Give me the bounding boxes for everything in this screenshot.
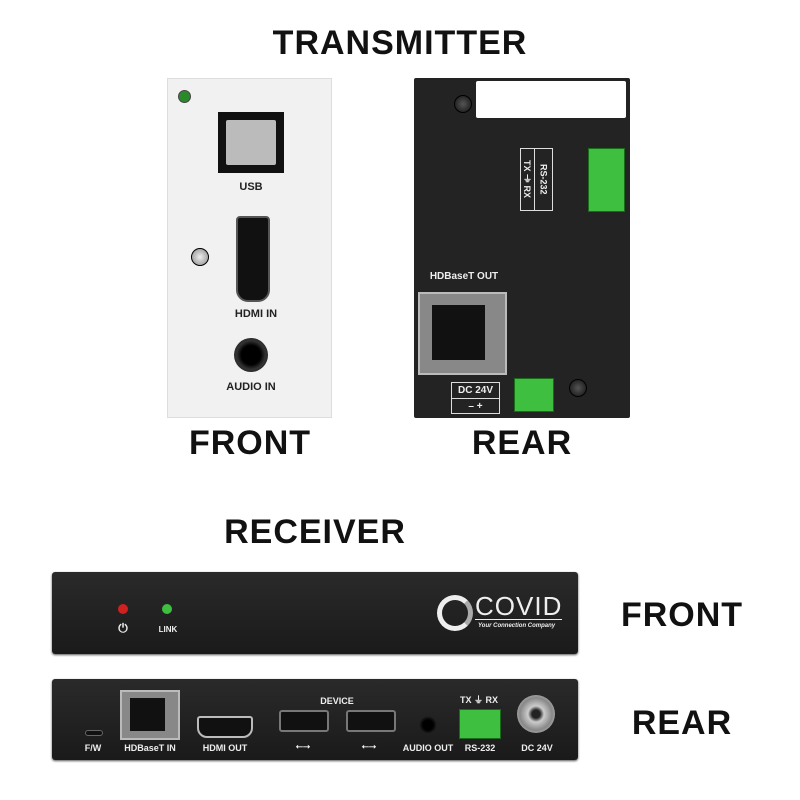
rj45-port <box>120 690 180 740</box>
hdmi-in-label: HDMI IN <box>234 308 278 320</box>
audio-jack <box>234 338 268 372</box>
rs232-terminal <box>588 148 625 212</box>
transmitter-title: TRANSMITTER <box>272 24 528 62</box>
screw-icon <box>569 379 587 397</box>
transmitter-rear-plate: RS-232 TX ⏚ RX HDBaseT OUT DC 24V – + <box>414 78 630 418</box>
rj45-port <box>418 292 507 375</box>
receiver-front-caption: FRONT <box>620 596 744 634</box>
receiver-rear-panel: F/W HDBaseT IN HDMI OUT DEVICE ⭠⭢ ⭠⭢ AUD… <box>52 679 578 760</box>
power-led <box>118 604 128 614</box>
usb-a-port-1 <box>279 710 329 732</box>
audio-in-label: AUDIO IN <box>226 381 276 393</box>
logo-tagline: Your Connection Company <box>478 623 556 629</box>
receiver-front-panel: ⏻ LINK COVID Your Connection Company <box>52 572 578 654</box>
rs232-label: RS-232 <box>464 743 496 753</box>
covid-logo-icon <box>437 595 473 631</box>
hdmi-port <box>197 716 253 738</box>
usb-a-port-2 <box>346 710 396 732</box>
rs232-pins-label: TX ⏚ RX <box>520 148 535 211</box>
usb-icon: ⭠⭢ <box>361 741 377 751</box>
rs232-label: RS-232 <box>534 148 553 211</box>
transmitter-front-plate: USB HDMI IN AUDIO IN <box>167 78 332 418</box>
micro-usb-port <box>85 730 103 736</box>
link-led <box>162 604 172 614</box>
transmitter-front-caption: FRONT <box>188 424 312 462</box>
hdmi-out-label: HDMI OUT <box>202 743 248 753</box>
screw-icon <box>454 95 472 113</box>
rs232-text: RS-232 <box>538 164 549 195</box>
transmitter-rear-caption: REAR <box>471 424 573 462</box>
usb-b-port <box>218 112 284 173</box>
power-icon: ⏻ <box>118 621 128 635</box>
dc-label: DC 24V – + <box>451 382 500 414</box>
link-label: LINK <box>158 625 178 634</box>
screw-icon <box>191 248 209 266</box>
usb-icon: ⭠⭢ <box>295 741 311 751</box>
audio-out-label: AUDIO OUT <box>402 743 454 753</box>
rs232-pins-label: TX ⏚ RX <box>459 695 499 705</box>
covid-logo: COVID <box>475 591 563 621</box>
fw-label: F/W <box>84 743 102 753</box>
dc-pins-text: – + <box>468 401 483 412</box>
hdbaset-out-label: HDBaseT OUT <box>429 271 499 282</box>
audio-jack <box>419 716 437 734</box>
usb-label: USB <box>239 181 263 193</box>
rs232-terminal <box>459 709 501 739</box>
hdbaset-in-label: HDBaseT IN <box>124 743 176 753</box>
status-led <box>178 90 191 103</box>
dc-terminal <box>514 378 554 412</box>
receiver-rear-caption: REAR <box>631 704 733 742</box>
dc-label: DC 24V <box>521 743 553 753</box>
dc-text: DC 24V <box>452 383 499 399</box>
rs232-pins-text: TX ⏚ RX <box>522 160 532 199</box>
blank-label <box>476 81 626 118</box>
device-label: DEVICE <box>320 696 354 706</box>
receiver-title: RECEIVER <box>224 513 406 551</box>
hdmi-port <box>236 216 270 302</box>
dc-jack <box>517 695 555 733</box>
